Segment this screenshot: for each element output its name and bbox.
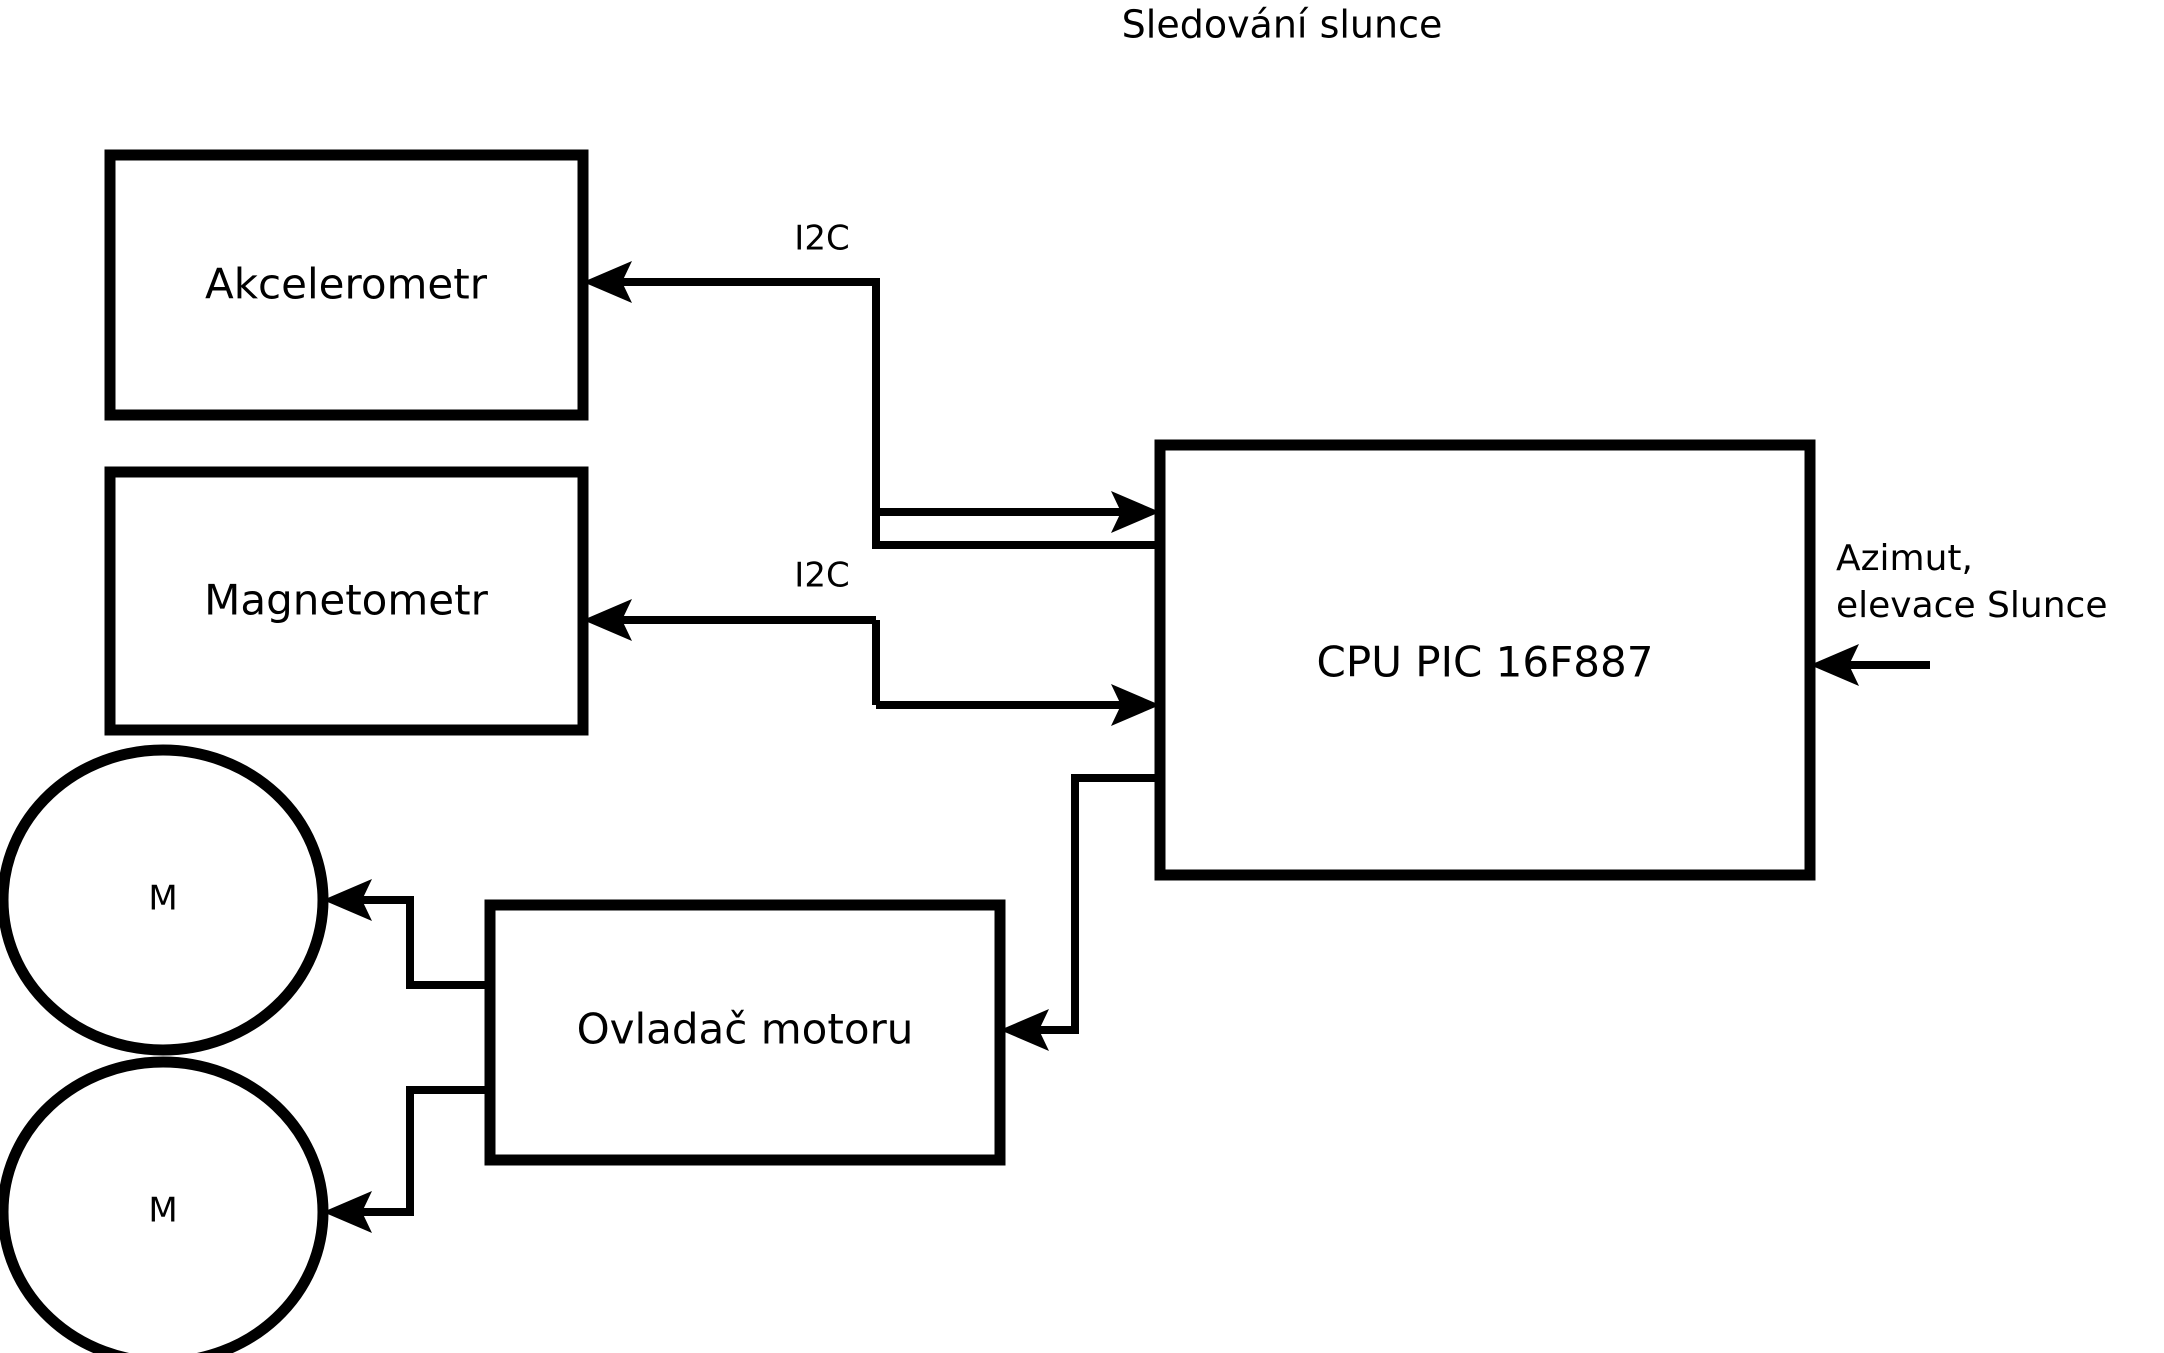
- connector-cpu-to-magnetometr: [583, 599, 876, 641]
- connector-cpu-to-akcelerometr: [583, 261, 1160, 549]
- akcelerometr-label: Akcelerometr: [205, 260, 488, 309]
- cpu-label: CPU PIC 16F887: [1317, 638, 1654, 687]
- motor-bottom-label: M: [148, 1191, 177, 1231]
- motor-top-label: M: [148, 879, 177, 919]
- node-akcelerometr[interactable]: Akcelerometr: [104, 149, 589, 421]
- node-motor-bottom[interactable]: M: [0, 1056, 329, 1353]
- page-title: Sledování slunce: [1122, 3, 1443, 47]
- connector-cpu-to-ovladac: [1000, 774, 1160, 1051]
- cpu-box[interactable]: [1154, 439, 1816, 881]
- motor-top-circle[interactable]: [0, 744, 329, 1056]
- edge-label-i2c-bottom: I2C: [794, 556, 849, 596]
- node-ovladac-motoru[interactable]: Ovladač motoru: [484, 899, 1006, 1166]
- external-input-label-line1: Azimut,: [1836, 538, 1973, 579]
- node-cpu[interactable]: CPU PIC 16F887: [1154, 439, 1816, 881]
- connector-akcelerometr-to-cpu: [876, 491, 1160, 533]
- magnetometr-box[interactable]: [104, 466, 589, 736]
- ovladac-motoru-label: Ovladač motoru: [577, 1005, 914, 1054]
- connector-magnetometr-to-cpu: [876, 684, 1160, 726]
- ovladac-motoru-box[interactable]: [484, 899, 1006, 1166]
- external-input-label-line2: elevace Slunce: [1836, 585, 2107, 626]
- magnetometr-label: Magnetometr: [204, 576, 488, 625]
- node-motor-top[interactable]: M: [0, 744, 329, 1056]
- connector-ovladac-to-motor-bottom: [323, 1086, 490, 1233]
- node-magnetometr[interactable]: Magnetometr: [104, 466, 589, 736]
- edge-label-i2c-top: I2C: [794, 219, 849, 259]
- akcelerometr-box[interactable]: [104, 149, 589, 421]
- motor-bottom-circle[interactable]: [0, 1056, 329, 1353]
- connector-external-input-to-cpu: [1810, 644, 1930, 686]
- connector-ovladac-to-motor-top: [323, 879, 490, 989]
